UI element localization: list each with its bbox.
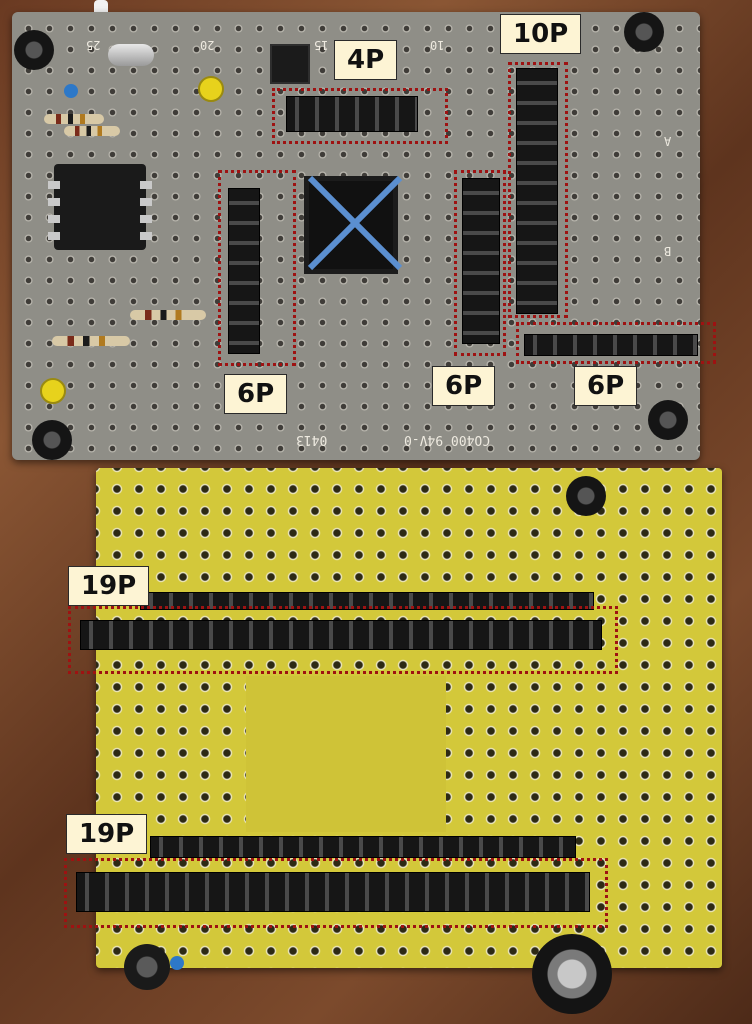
outline-4p: [272, 88, 448, 144]
header-6p-mid: [462, 178, 500, 344]
silk-row-b: B: [664, 244, 672, 258]
crystal-oscillator: [108, 44, 154, 66]
header-6p-left: [228, 188, 260, 354]
electrolytic-capacitor-right: [532, 934, 612, 1014]
outline-10p: [508, 62, 568, 318]
standoff-top-left: [14, 30, 54, 70]
outline-19p-upper: [68, 606, 618, 674]
resistor-top-left-1: [44, 114, 104, 124]
standoff-bottom-top-right: [566, 476, 606, 516]
outline-6p-mid: [454, 170, 506, 356]
silk-10: 10: [430, 38, 445, 52]
header-19p-lower-inner: [150, 836, 576, 858]
silk-15: 15: [314, 38, 329, 52]
label-6p-right: 6P: [574, 366, 638, 406]
resistor-middle: [130, 310, 206, 320]
standoff-top-right: [624, 12, 664, 52]
label-6p-left: 6P: [224, 374, 288, 414]
label-10p: 10P: [500, 14, 582, 54]
standoff-top-bottom-left: [32, 420, 72, 460]
resistor-lower: [52, 336, 130, 346]
header-19p-upper: [80, 620, 602, 650]
header-19p-lower: [76, 872, 590, 912]
label-6p-mid: 6P: [432, 366, 496, 406]
outline-6p-right: [516, 322, 716, 364]
silk-row-a: A: [664, 134, 672, 148]
header-19p-upper-inner: [140, 592, 594, 610]
blue-capacitor-bottom: [170, 956, 184, 970]
yellow-led-left: [40, 378, 66, 404]
ic-chip-8pin: [48, 164, 152, 250]
standoff-top-bottom-right: [648, 400, 688, 440]
electrolytic-capacitor-left: [124, 944, 170, 990]
copper-area: [246, 676, 446, 832]
silk-25: 25: [86, 38, 101, 52]
cross-mark-icon: [307, 175, 403, 271]
header-6p-right: [524, 334, 698, 356]
header-10p: [516, 68, 558, 314]
label-4p: 4P: [334, 40, 398, 80]
label-19p-lower: 19P: [66, 814, 148, 854]
yellow-led-top: [198, 76, 224, 102]
blue-capacitor: [64, 84, 78, 98]
header-4p: [286, 96, 418, 132]
silk-date: 0413: [296, 432, 328, 447]
outline-19p-lower: [64, 858, 608, 928]
jumper-pin: [270, 44, 310, 84]
silk-code: CO400 94V-0: [404, 432, 491, 447]
silk-20: 20: [200, 38, 215, 52]
resistor-top-left-2: [64, 126, 120, 136]
outline-6p-left: [218, 170, 296, 366]
label-19p-upper: 19P: [68, 566, 150, 606]
